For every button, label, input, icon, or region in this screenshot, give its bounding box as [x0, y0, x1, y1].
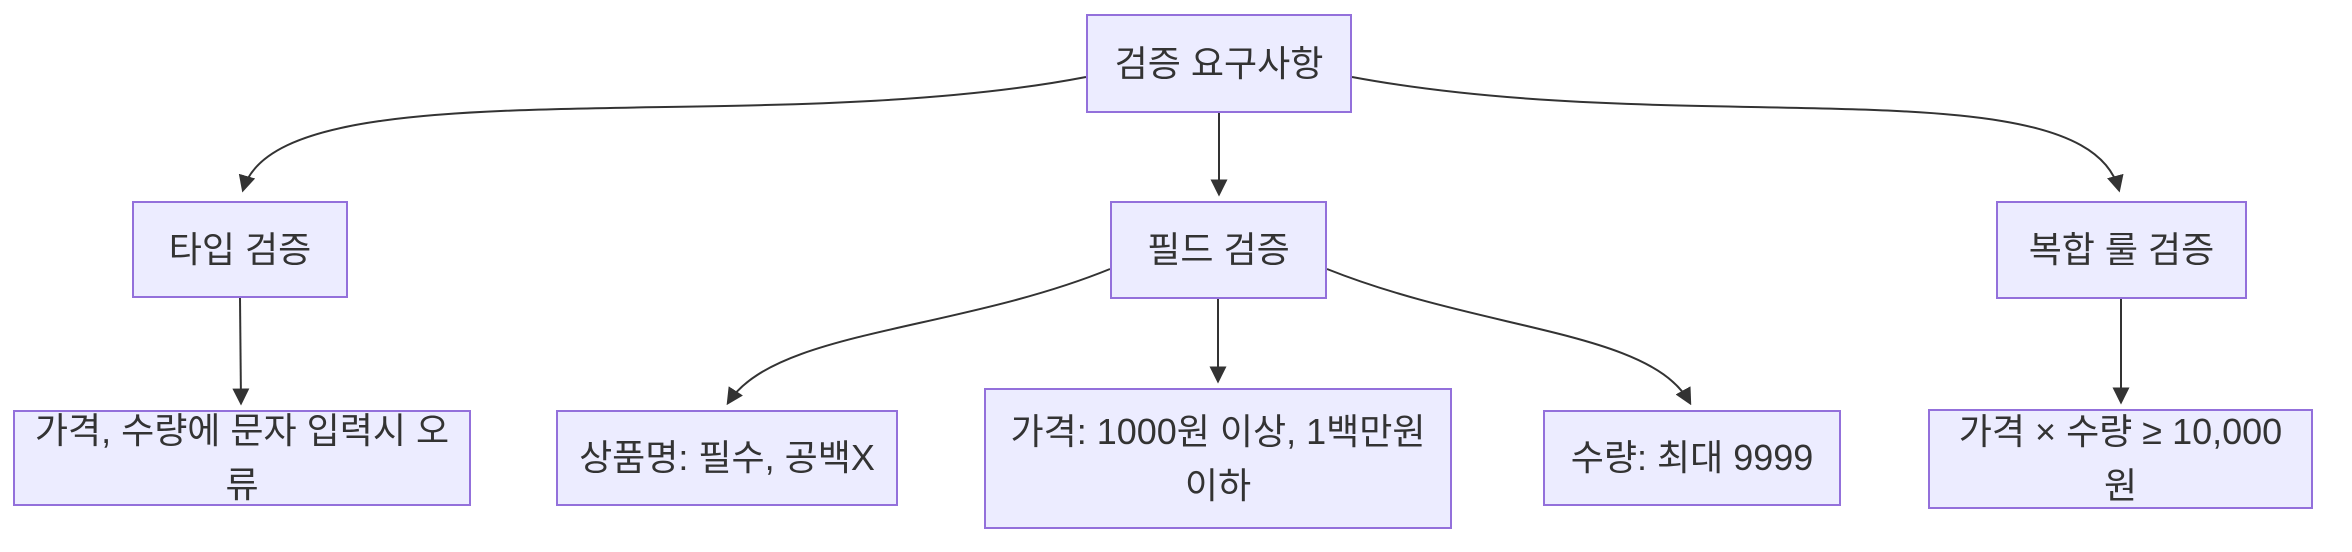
node-label: 수량: 최대 9999 [1570, 437, 1814, 478]
node-label: 가격 × 수량 ≥ 10,000원 [1958, 411, 2283, 506]
node-label: 가격, 수량에 문자 입력시 오류 [34, 410, 450, 505]
node-validation-requirements: 검증 요구사항 [1086, 14, 1352, 113]
node-type-rule: 가격, 수량에 문자 입력시 오류 [13, 410, 471, 506]
edge-root-to-type [238, 76, 1087, 193]
node-label: 타입 검증 [168, 228, 312, 270]
node-label: 상품명: 필수, 공백X [579, 437, 875, 478]
node-label: 필드 검증 [1147, 229, 1290, 270]
node-label: 가격: 1000원 이상, 1백만원 이하 [1010, 410, 1426, 506]
node-label: 복합 룰 검증 [2028, 229, 2215, 270]
node-field-validation: 필드 검증 [1110, 201, 1327, 299]
edge-root-to-complex [1351, 76, 2124, 193]
node-type-validation: 타입 검증 [132, 201, 348, 298]
edge-field-to-qtyrule [1326, 268, 1692, 406]
node-quantity-rule: 수량: 최대 9999 [1543, 410, 1841, 506]
edge-type-to-typerule [232, 297, 250, 406]
node-label: 검증 요구사항 [1114, 42, 1324, 84]
edge-field-to-namerule [726, 268, 1111, 406]
node-price-rule: 가격: 1000원 이상, 1백만원 이하 [984, 388, 1452, 529]
node-composite-rule: 가격 × 수량 ≥ 10,000원 [1928, 409, 2313, 509]
node-product-name-rule: 상품명: 필수, 공백X [556, 410, 898, 506]
node-composite-rule-validation: 복합 룰 검증 [1996, 201, 2247, 299]
